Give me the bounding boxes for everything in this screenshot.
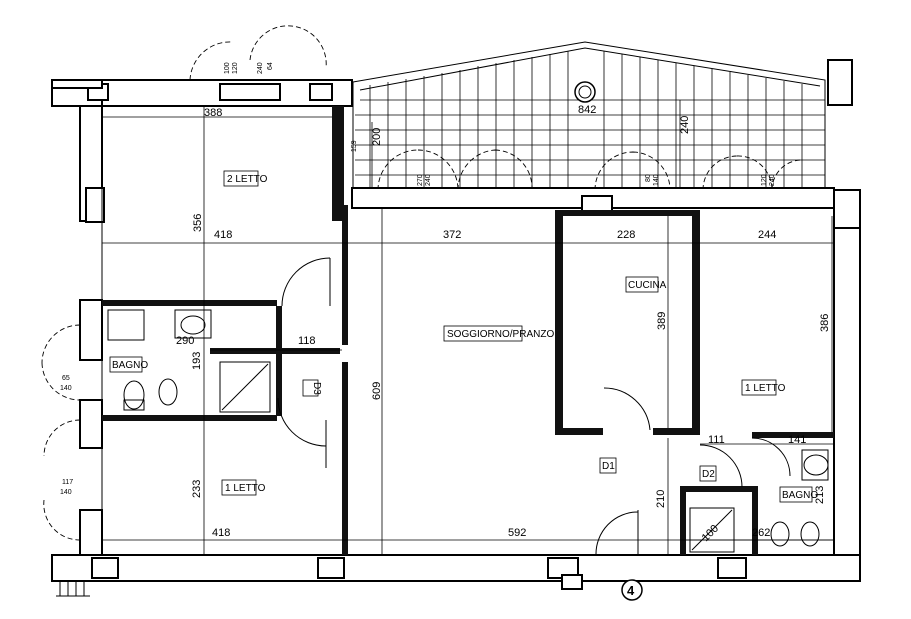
section-marker-circle [621,579,643,601]
terrace-outline [352,41,826,189]
room-labels: 2 LETTO SOGGIORNO/PRANZO CUCINA 1 LETTO … [109,170,818,503]
shower-icon-right [689,507,735,553]
room-label-bagno-left: BAGNO [112,360,148,371]
room-label-cucina: CUCINA [628,280,667,291]
dim-842: 842 [578,104,596,116]
section-marker-number: 4 [627,583,635,598]
dim-388: 388 [204,107,222,119]
section-marker: 4 [621,579,643,601]
bidet-icon-right [800,521,820,547]
toilet-icon-right [770,521,790,547]
dim-262: 262 [752,527,770,539]
room-label-1-letto-right: 1 LETTO [745,383,786,394]
sink-icon [174,309,212,339]
room-label-bagno-right: BAGNO [782,490,818,501]
dim-233: 233 [191,480,203,498]
dim-118: 118 [298,335,316,347]
dim-356: 356 [192,214,204,232]
room-label-soggiorno: SOGGIORNO/PRANZO [447,329,554,340]
svg-text:240: 240 [425,174,432,186]
fixtures [107,309,829,553]
toilet-icon [123,380,145,410]
stair-hatch [56,582,90,597]
dim-609: 609 [371,382,383,400]
svg-text:117: 117 [62,479,73,486]
dim-244: 244 [758,229,776,241]
terrace [352,41,826,191]
door-swings [41,25,791,556]
svg-text:120: 120 [232,62,239,74]
dim-418-bottom: 418 [212,527,230,539]
dim-228: 228 [617,229,635,241]
svg-text:270: 270 [417,174,424,186]
room-label-d1: D1 [602,461,615,472]
sink-icon-right [803,454,829,476]
svg-text:65: 65 [62,375,70,382]
dim-290: 290 [176,335,194,347]
terrace-roof-ridge [359,47,821,91]
opening-labels: 65 140 117 140 270 240 80 140 120 240 10… [60,62,776,496]
bidet-icon [158,378,178,406]
dim-111: 111 [708,434,725,446]
svg-text:240: 240 [769,174,776,186]
dim-193: 193 [191,352,203,370]
dim-100: 100 [700,523,721,544]
dim-159: 159 [351,140,358,152]
room-label-1-letto-left: 1 LETTO [225,483,266,494]
dim-141: 141 [788,434,806,446]
room-label-2-letto: 2 LETTO [227,174,268,185]
dim-210: 210 [655,490,667,508]
dim-389: 389 [656,312,668,330]
bathtub-icon [107,309,145,341]
svg-text:140: 140 [60,489,72,496]
dim-240: 240 [679,116,691,134]
terrace-door-swings [377,149,803,191]
terrace-tile-grid [355,51,825,188]
dim-418-top: 418 [214,229,232,241]
svg-text:140: 140 [60,385,72,392]
dim-372: 372 [443,229,461,241]
svg-text:140: 140 [653,174,660,186]
dimension-lines [101,100,834,555]
svg-text:64: 64 [267,62,274,70]
dimension-labels: 388 842 240 200 159 356 418 372 228 244 … [176,104,831,544]
dim-592: 592 [508,527,526,539]
room-label-d2: D2 [702,469,715,480]
svg-text:100: 100 [224,62,231,74]
svg-text:240: 240 [257,62,264,74]
walls [51,59,861,590]
shower-icon [219,361,271,413]
svg-text:80: 80 [645,174,652,182]
dim-213: 213 [814,486,826,504]
room-label-d3: D3 [311,382,322,395]
internal-walls [102,106,834,555]
svg-text:120: 120 [761,174,768,186]
dim-386: 386 [819,314,831,332]
dim-200: 200 [371,128,383,146]
